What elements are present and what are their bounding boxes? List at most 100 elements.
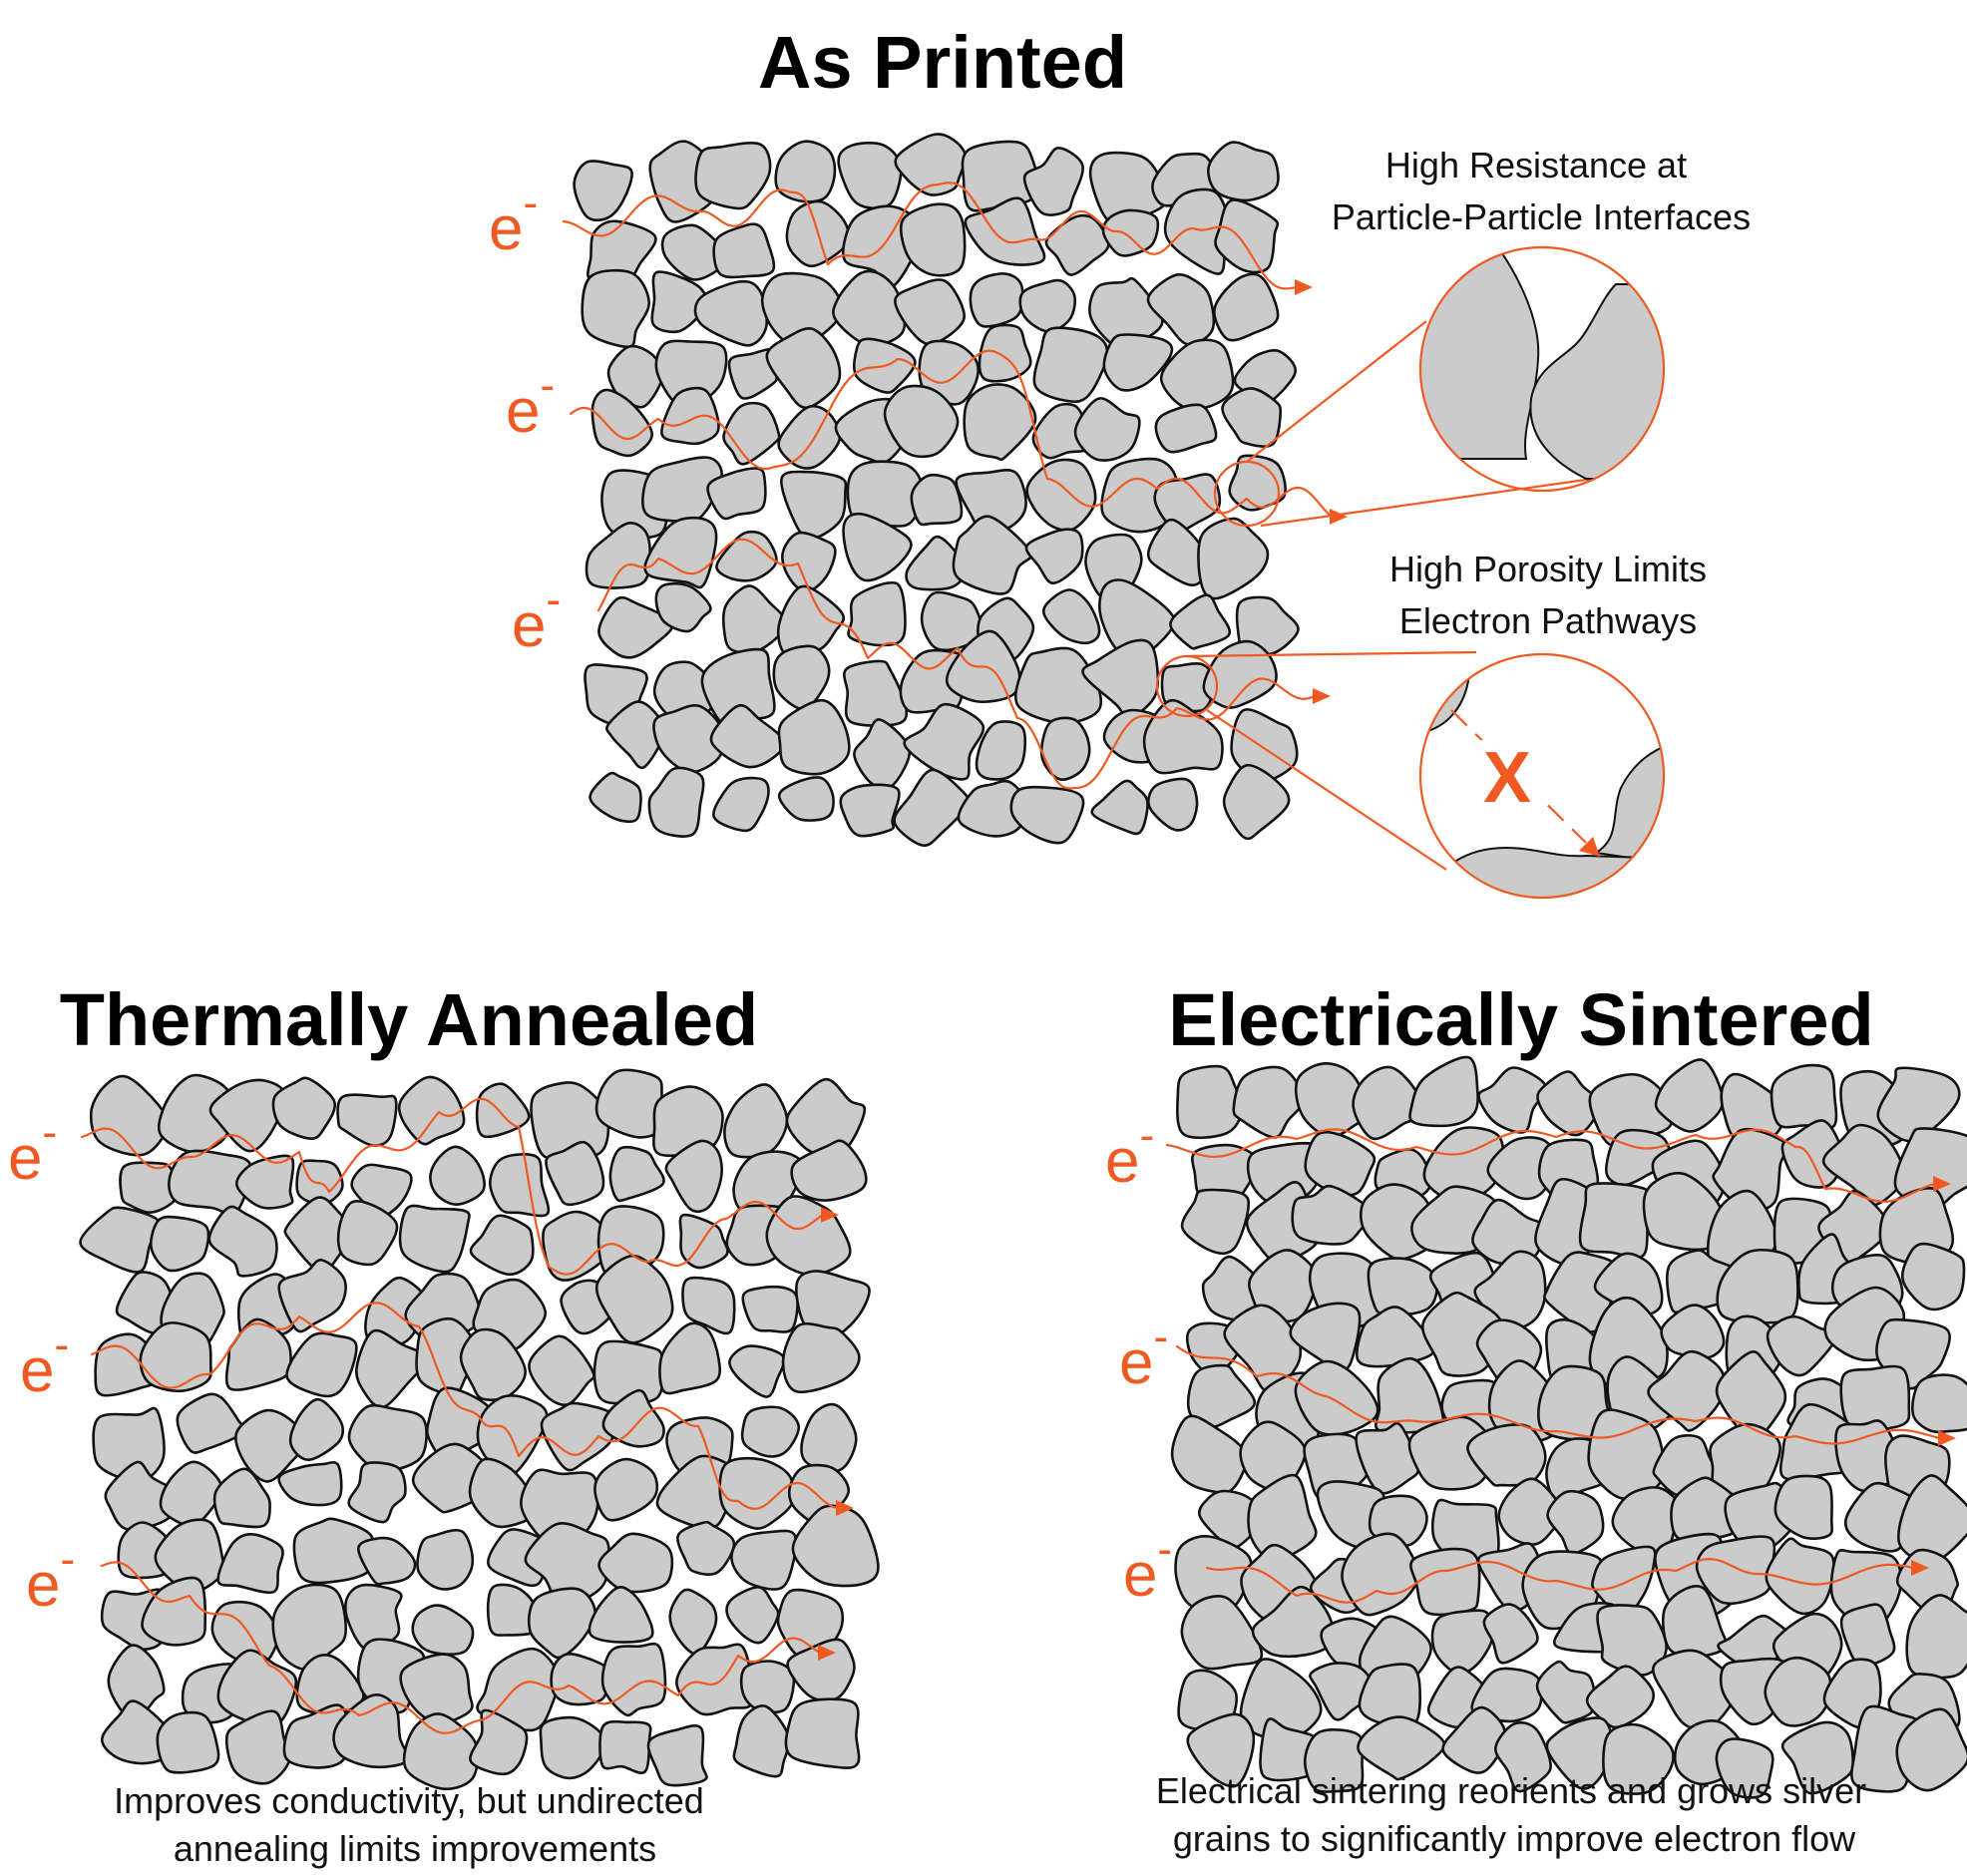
particle [271,1076,337,1141]
pore-leader-top [1186,650,1477,658]
particle [1018,278,1076,333]
pore-grain-bottom [1425,846,1647,898]
particle [903,702,985,781]
particle [1221,387,1283,448]
electron-label-superscript: - [540,361,555,410]
electron-label-base: e [512,591,546,660]
particle [1289,1302,1362,1372]
electron-path-arrowhead [821,1207,839,1223]
particle [1169,593,1232,650]
particle [1352,1065,1421,1141]
annealed-particle-layer [79,1068,880,1791]
interface-zoom-circle [1418,245,1666,493]
particle [772,644,831,711]
electron-label-base: e [26,1551,60,1620]
particle [957,779,1030,838]
particle [1213,272,1280,342]
electron-label-superscript: - [523,179,538,227]
particle [1014,646,1103,725]
particle [139,1321,212,1393]
particle [718,1456,796,1530]
particle [765,327,842,410]
particle [154,1518,225,1594]
electron-label: e- [1105,1111,1154,1196]
blocked-path-arrowhead [1579,837,1600,857]
electron-label-base: e [8,1124,42,1193]
particle [1482,1603,1539,1665]
particle [1222,764,1291,841]
particle [540,1401,618,1472]
particle [1715,1737,1774,1799]
particle [1839,1603,1896,1668]
particle [1090,779,1149,836]
particle [285,1331,358,1398]
particle [1895,1707,1967,1792]
particle [594,1254,674,1344]
particle [1408,1055,1479,1128]
particle [1602,1722,1675,1795]
electron-path [100,1561,822,1734]
particle [1367,1257,1439,1317]
particle [1654,1058,1725,1133]
particle [893,768,971,848]
particle [739,1660,796,1714]
particle [781,531,837,593]
particle [398,1204,471,1274]
particle [1032,326,1109,404]
particle [693,279,768,347]
particle [964,196,1046,266]
particle [539,1715,607,1780]
particle [585,521,652,589]
particle [741,1285,799,1333]
particle [728,1344,786,1398]
electron-path-arrowhead [1938,1430,1956,1446]
particle [336,1199,399,1267]
particle [1024,528,1084,584]
particle [790,1139,868,1202]
electron-label-base: e [1119,1328,1153,1397]
particle [676,1520,736,1576]
particle [1186,1712,1256,1788]
particle [1044,213,1110,276]
particle [1159,338,1235,411]
particle [1766,1314,1837,1377]
particle [643,516,718,589]
particle [224,1709,291,1785]
particle [600,1642,667,1717]
particle [528,1334,595,1406]
particle [1543,1251,1621,1333]
particle [1911,1373,1967,1434]
particle [1235,595,1300,656]
particle [1770,1063,1838,1130]
electron-path-arrowhead [818,1645,836,1661]
particle [597,595,674,659]
electron-path [1165,1128,1937,1203]
particle [207,1205,278,1278]
particle [843,659,909,727]
electron-path [90,1302,840,1510]
electron-path [562,182,1299,290]
particle [1494,1720,1552,1793]
electron-label: e- [1123,1525,1172,1610]
particle [1486,1136,1554,1201]
particle [606,344,664,409]
particle [1304,1728,1365,1793]
particle [777,776,835,822]
particle [411,1604,475,1656]
particle [234,1408,307,1483]
title-as-printed: As Printed [758,21,1127,104]
interface-zoom-grains [1420,247,1664,480]
porosity-label-line1: High Porosity Limits [1389,549,1707,589]
particle [1773,1474,1833,1541]
particle [660,386,720,446]
particle [1660,1304,1726,1359]
particle [658,1321,722,1395]
particle [1647,1349,1726,1432]
particle [605,700,666,770]
electron-path [80,1097,825,1276]
particle [800,1402,858,1473]
particle [1473,1250,1547,1330]
electron-label-superscript: - [1139,1111,1154,1160]
electron-path-arrowhead [1933,1176,1951,1192]
